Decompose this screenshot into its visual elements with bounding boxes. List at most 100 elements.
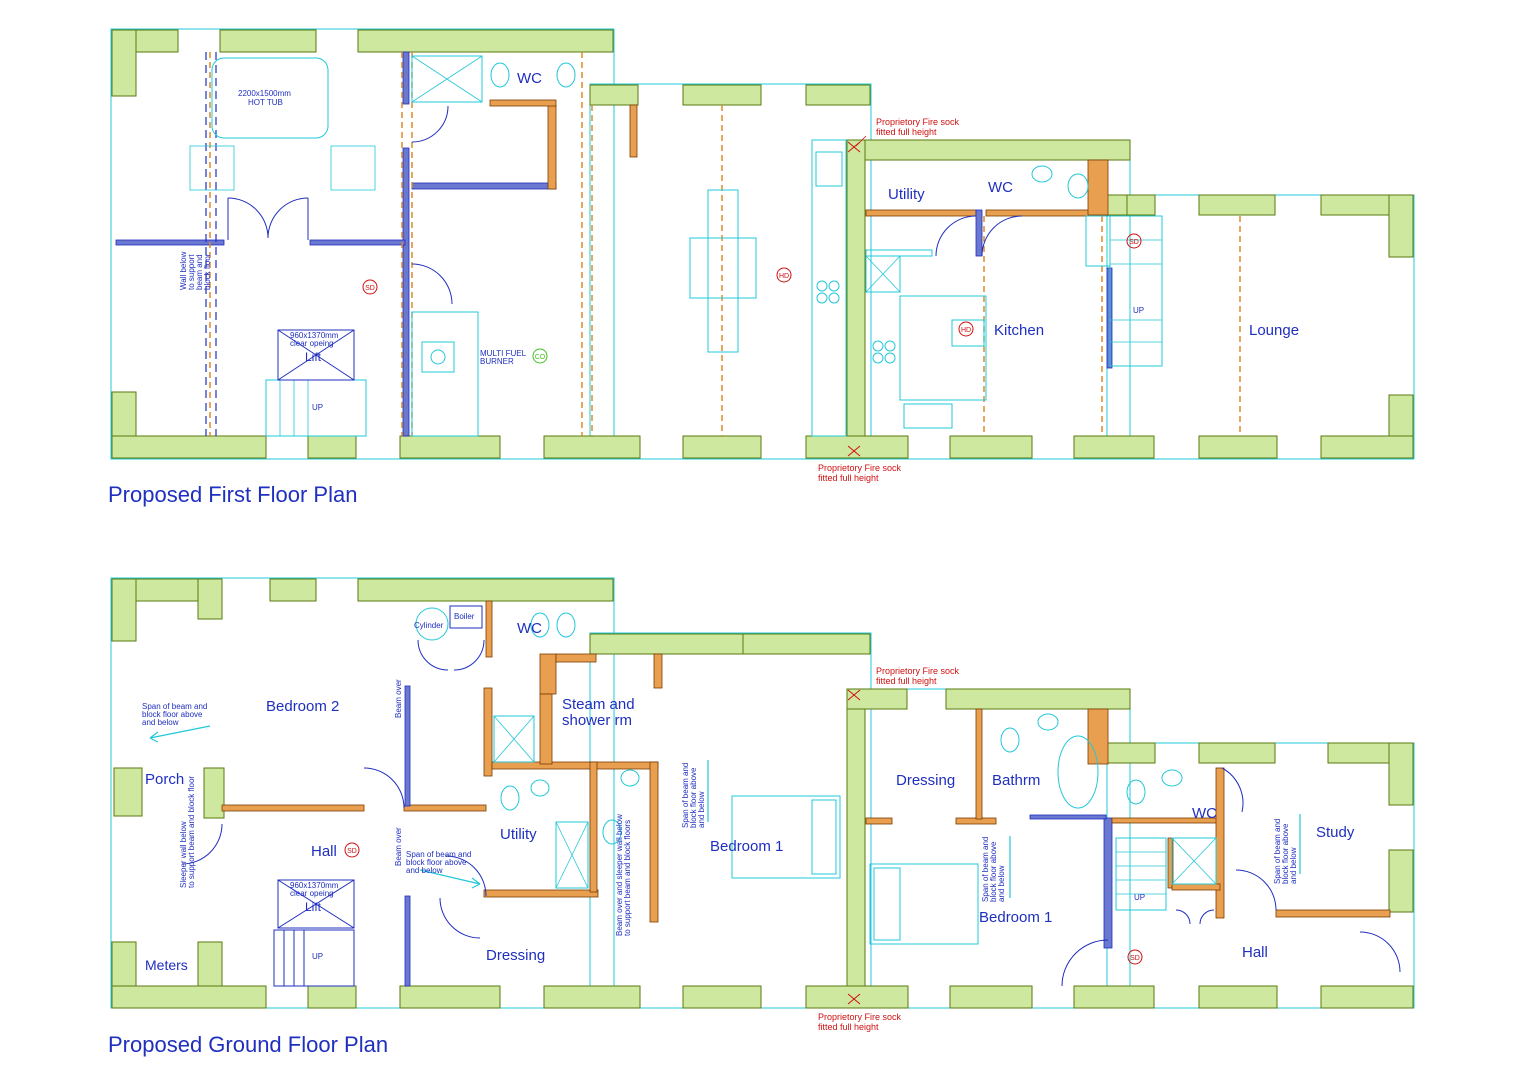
span-note: Span of beam and — [142, 702, 207, 711]
beam-sleeper-note: Beam over and sleeper wall below to supp… — [615, 814, 632, 936]
first-floor-stairs-right — [1109, 215, 1163, 367]
first-floor-fixtures — [189, 55, 1163, 437]
span-arrows — [149, 725, 1301, 898]
hot-tub — [211, 57, 329, 139]
span-note-bedroom: Span of beam and block floor above and b… — [681, 763, 706, 828]
first-floor-detectors: SD HD HD SD CO — [362, 233, 1142, 364]
fire-sock-note-top: Proprietory Fire sock — [876, 117, 960, 127]
span-note: Span of beam and — [406, 850, 471, 859]
co-detector-icon — [532, 348, 548, 364]
smoke-detector-icon — [1126, 233, 1142, 249]
sd-label: SD — [1129, 239, 1139, 246]
smoke-detector-icon — [362, 279, 378, 295]
co-label: CO — [535, 354, 546, 361]
room-label-hall-2: Hall — [1242, 944, 1268, 961]
boiler — [449, 605, 483, 629]
beam-over-label-2: Beam over — [394, 827, 403, 866]
sd-label: SD — [347, 848, 357, 855]
span-note-bedroom-2: Span of beam and block floor above and b… — [981, 837, 1006, 902]
beam-over-note-2: Beam over — [394, 827, 403, 866]
room-label-wc: WC — [517, 70, 542, 87]
room-label-wc-2: WC — [988, 179, 1013, 196]
room-label-utility: Utility — [888, 186, 925, 203]
span-bed2-line-3: and below — [997, 865, 1006, 902]
span-bed2-line-1: Span of beam and — [981, 837, 990, 902]
wall-below-note-2: beam and block floor — [195, 253, 212, 290]
boiler-label: Boiler — [454, 612, 475, 621]
fireplace — [411, 311, 479, 437]
hd-label: HD — [961, 327, 971, 334]
burner-label-2: BURNER — [480, 357, 514, 366]
fire-sock-note-top-2: fitted full height — [876, 676, 937, 686]
wall-below-note: Wall below to support — [179, 251, 196, 290]
span-study-line-1: Span of beam and — [1273, 819, 1282, 884]
bath — [1057, 735, 1099, 809]
first-floor-fire-markers — [847, 135, 867, 457]
span-study-line-2: block floor above — [1281, 823, 1290, 884]
span-bed-line-3: and below — [697, 791, 706, 828]
room-label-utility: Utility — [500, 826, 537, 843]
lift-size: 960x1370mm — [290, 881, 339, 890]
beam-sleeper-line-2: to support beam and block floors — [623, 820, 632, 936]
ground-floor-plan: SD SD Bedroom 2 Porch Meters Hall Cylind… — [108, 577, 1415, 1057]
wall-note-line-1: Wall below — [179, 251, 188, 290]
room-label-dressing-2: Dressing — [896, 772, 955, 789]
hot-tub-size: 2200x1500mm — [238, 89, 291, 98]
fire-sock-note-bottom: Proprietory Fire sock — [818, 463, 902, 473]
room-label-porch: Porch — [145, 771, 184, 788]
bed-1 — [731, 795, 841, 879]
room-label-dressing: Dressing — [486, 947, 545, 964]
wall-note-line-4: block floor — [203, 253, 212, 290]
sleeper-note-line-1: Sleeper wall below — [179, 821, 188, 888]
ground-floor-title: Proposed Ground Floor Plan — [108, 1032, 388, 1057]
span-bed-line-1: Span of beam and — [681, 763, 690, 828]
fire-sock-note-top-2: fitted full height — [876, 127, 937, 137]
first-floor-exterior-walls — [111, 29, 1414, 459]
sd-label: SD — [1130, 955, 1140, 962]
span-note: and below — [406, 866, 443, 875]
ground-floor-detectors: SD SD — [344, 842, 1143, 965]
room-label-steam: Steam and — [562, 696, 635, 713]
stairs-up-label-2: UP — [1134, 893, 1145, 902]
heat-detector-icon — [776, 267, 792, 283]
room-label-shower: shower rm — [562, 712, 632, 729]
fire-sock-note-bottom-2: fitted full height — [818, 1022, 879, 1032]
ground-floor-fixtures — [181, 605, 1401, 987]
span-note: block floor above — [142, 710, 203, 719]
sleeper-note: Sleeper wall below to support beam and b… — [179, 776, 196, 888]
smoke-detector-icon — [344, 842, 360, 858]
beam-over-note: Beam over — [394, 679, 403, 718]
cylinder-label: Cylinder — [414, 621, 444, 630]
wall-note-line-3: beam and — [195, 254, 204, 290]
hot-tub-label: HOT TUB — [248, 98, 283, 107]
sleeper-note-line-2: to support beam and block floor — [187, 776, 196, 888]
span-note-study: Span of beam and block floor above and b… — [1273, 819, 1298, 884]
stairs-up-label-2: UP — [1133, 306, 1144, 315]
hd-label: HD — [779, 273, 789, 280]
room-label-meters: Meters — [145, 957, 188, 973]
span-note: block floor above — [406, 858, 467, 867]
ground-floor-stairs-left — [273, 929, 355, 987]
room-label-bedroom-2: Bedroom 2 — [266, 698, 339, 715]
ground-floor-stairs-right — [1115, 837, 1167, 911]
fire-sock-note-bottom-2: fitted full height — [818, 473, 879, 483]
wall-note-line-2: to support — [187, 254, 196, 290]
kitchen-island — [707, 189, 739, 353]
lift-size: 960x1370mm — [290, 331, 339, 340]
span-study-line-3: and below — [1289, 847, 1298, 884]
span-bed2-line-2: block floor above — [989, 841, 998, 902]
ground-floor-exterior-walls — [111, 578, 1414, 1009]
bed-2 — [869, 863, 979, 945]
room-label-hall: Hall — [311, 843, 337, 860]
lift-opening: clear opeing — [290, 889, 334, 898]
room-label-kitchen: Kitchen — [994, 322, 1044, 339]
cylinder — [415, 607, 449, 641]
room-label-wc: WC — [517, 620, 542, 637]
heat-detector-icon — [958, 321, 974, 337]
sd-label: SD — [365, 285, 375, 292]
stairs-up-label: UP — [312, 403, 323, 412]
smoke-detector-icon — [1127, 949, 1143, 965]
span-note: and below — [142, 718, 179, 727]
lift-label: Lift — [305, 900, 322, 914]
